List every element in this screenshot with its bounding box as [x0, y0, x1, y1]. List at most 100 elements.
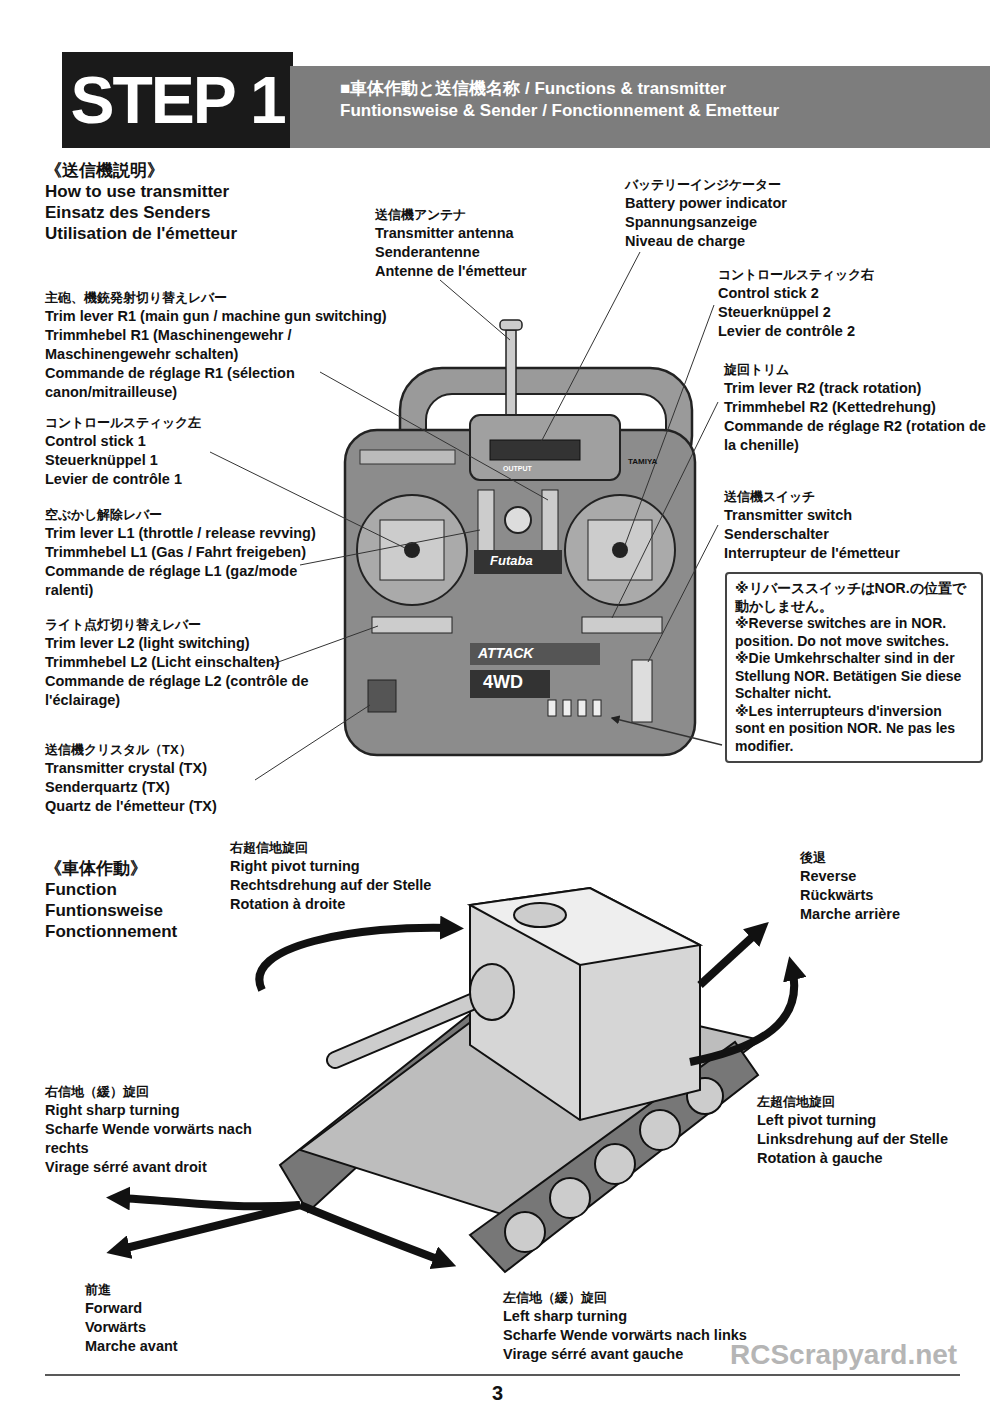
- sticker: [360, 450, 455, 464]
- callout-group: 旋回トリムTrim lever R2 (track rotation)Trimm…: [724, 360, 988, 455]
- reverse-switch: [548, 700, 556, 716]
- node-text: ※Die Umkehrschalter sind in der Stellung…: [735, 650, 973, 703]
- callout-group: コントロールスティック左Control stick 1Steuerknüppel…: [45, 413, 345, 489]
- mantlet: [470, 964, 514, 1020]
- road-wheel: [505, 1212, 545, 1252]
- callout-label: Commande de réglage L2 (contrôle de l'éc…: [45, 672, 345, 710]
- callout-group: ライト点灯切り替えレバーTrim lever L2 (light switchi…: [45, 615, 345, 710]
- callout-group: 空ぶかし解除レバーTrim lever L1 (throttle / relea…: [45, 505, 345, 600]
- callout-label: Trimmhebel R1 (Maschinengewehr / Maschin…: [45, 326, 400, 364]
- callout-group: 前進ForwardVorwärtsMarche avant: [85, 1280, 285, 1356]
- callout-label: Rotation à droite: [230, 895, 490, 914]
- model-text: ATTACK: [478, 646, 533, 661]
- callout-label-ja: コントロールスティック右: [718, 265, 988, 284]
- callout-label-ja: 右信地（緩）旋回: [45, 1082, 260, 1101]
- brand-text: Futaba: [490, 554, 533, 568]
- brand-plate: [474, 550, 562, 574]
- leader-line: [440, 280, 510, 340]
- callout-label: Rückwärts: [800, 886, 980, 905]
- callout-group: 送信機アンテナTransmitter antennaSenderantenneA…: [375, 205, 605, 281]
- center-knob: [505, 507, 531, 533]
- turret-top: [470, 888, 700, 965]
- transmitter: [345, 320, 695, 755]
- callout-label-ja: 後退: [800, 848, 980, 867]
- reverse-switch: [593, 700, 601, 716]
- model-plate: [470, 670, 550, 698]
- leader-line: [300, 530, 480, 565]
- callout-label: Reverse: [800, 867, 980, 886]
- callout-label: Senderantenne: [375, 243, 605, 262]
- callout-label-ja: コントロールスティック左: [45, 413, 345, 432]
- callout-label: Control stick 1: [45, 432, 345, 451]
- callout-label-ja: 送信機スイッチ: [724, 487, 988, 506]
- callout-label: Trim lever L1 (throttle / release revvin…: [45, 524, 345, 543]
- callout-label-ja: 右超信地旋回: [230, 838, 490, 857]
- callout-label: Einsatz des Senders: [45, 202, 365, 223]
- page-number: 3: [492, 1382, 503, 1404]
- cupola: [514, 903, 566, 927]
- step-badge: STEP 1: [62, 52, 293, 148]
- callout-label: Quartz de l'émetteur (TX): [45, 797, 345, 816]
- callout-label: Senderschalter: [724, 525, 988, 544]
- callout-label-ja: 左信地（緩）旋回: [503, 1288, 793, 1307]
- model-plate: [470, 643, 600, 665]
- callout-group: 《送信機説明》How to use transmitterEinsatz des…: [45, 160, 365, 244]
- turn-arrow: [300, 1205, 445, 1262]
- callout-label-ja: 送信機アンテナ: [375, 205, 605, 224]
- leader-line: [320, 372, 548, 500]
- forward-arrow: [118, 1205, 300, 1250]
- callout-label: Rotation à gauche: [757, 1149, 987, 1168]
- stick-gimbal: [357, 495, 467, 605]
- callout-label-ja: バッテリーインジケーター: [625, 175, 925, 194]
- callout-label: Virage sérré avant droit: [45, 1158, 260, 1177]
- pivot-arrow: [259, 928, 452, 990]
- callout-label: Levier de contrôle 1: [45, 470, 345, 489]
- motion-arrows: [118, 928, 794, 1262]
- road-wheel: [595, 1144, 635, 1184]
- callout-label: Battery power indicator: [625, 194, 925, 213]
- turret: [470, 888, 700, 1120]
- leader-line: [270, 626, 378, 665]
- callout-group: 右超信地旋回Right pivot turningRechtsdrehung a…: [230, 838, 490, 914]
- callout-label: Commande de réglage R1 (sélection canon/…: [45, 364, 400, 402]
- antenna-tip: [500, 320, 522, 330]
- callout-label: Interrupteur de l'émetteur: [724, 544, 988, 563]
- callout-label: Senderquartz (TX): [45, 778, 345, 797]
- note-box: ※リバーススイッチはNOR.の位置で動かしません。※Reverse switch…: [725, 572, 983, 763]
- callout-label: Commande de réglage L1 (gaz/mode ralenti…: [45, 562, 345, 600]
- callout-label: Commande de réglage R2 (rotation de la c…: [724, 417, 988, 455]
- callout-label: Transmitter switch: [724, 506, 988, 525]
- power-switch: [632, 660, 652, 722]
- callout-group: 主砲、機銃発射切り替えレバーTrim lever R1 (main gun / …: [45, 288, 400, 402]
- callout-label: Transmitter crystal (TX): [45, 759, 345, 778]
- callout-label-ja: 主砲、機銃発射切り替えレバー: [45, 288, 400, 307]
- node-text: ※Reverse switches are in NOR. position. …: [735, 615, 973, 650]
- callout-label-ja: 送信機クリスタル（TX）: [45, 740, 345, 759]
- callout-label: Transmitter antenna: [375, 224, 605, 243]
- callout-label: Rechtsdrehung auf der Stelle: [230, 876, 490, 895]
- callout-label: Right sharp turning: [45, 1101, 260, 1120]
- callout-group: 送信機クリスタル（TX）Transmitter crystal (TX)Send…: [45, 740, 345, 816]
- callout-label: Trimmhebel L1 (Gas / Fahrt freigeben): [45, 543, 345, 562]
- callout-label: Left pivot turning: [757, 1111, 987, 1130]
- leader-line: [625, 305, 714, 545]
- crystal-slot: [368, 680, 396, 712]
- callout-label-ja: 左超信地旋回: [757, 1092, 987, 1111]
- node-text: ■車体作動と送信機名称 / Functions & transmitter Fu…: [340, 78, 810, 122]
- title-band: ■車体作動と送信機名称 / Functions & transmitter Fu…: [290, 66, 990, 148]
- callout-label-ja: ライト点灯切り替えレバー: [45, 615, 345, 634]
- callout-group: 左超信地旋回Left pivot turningLinksdrehung auf…: [757, 1092, 987, 1168]
- callout-label-ja: 空ぶかし解除レバー: [45, 505, 345, 524]
- callout-label: Steuerknüppel 2: [718, 303, 988, 322]
- callout-label: Linksdrehung auf der Stelle: [757, 1130, 987, 1149]
- callout-label-ja: 《送信機説明》: [45, 160, 365, 181]
- node-text: STEP 1: [70, 67, 284, 133]
- reverse-switch: [578, 700, 586, 716]
- trim-slider: [582, 617, 662, 633]
- stick-gimbal: [565, 495, 675, 605]
- callout-group: 後退ReverseRückwärtsMarche arrière: [800, 848, 980, 924]
- callout-label: Trimmhebel R2 (Kettedrehung): [724, 398, 988, 417]
- node-text: ※リバーススイッチはNOR.の位置で動かしません。: [735, 580, 973, 615]
- callout-label: Left sharp turning: [503, 1307, 793, 1326]
